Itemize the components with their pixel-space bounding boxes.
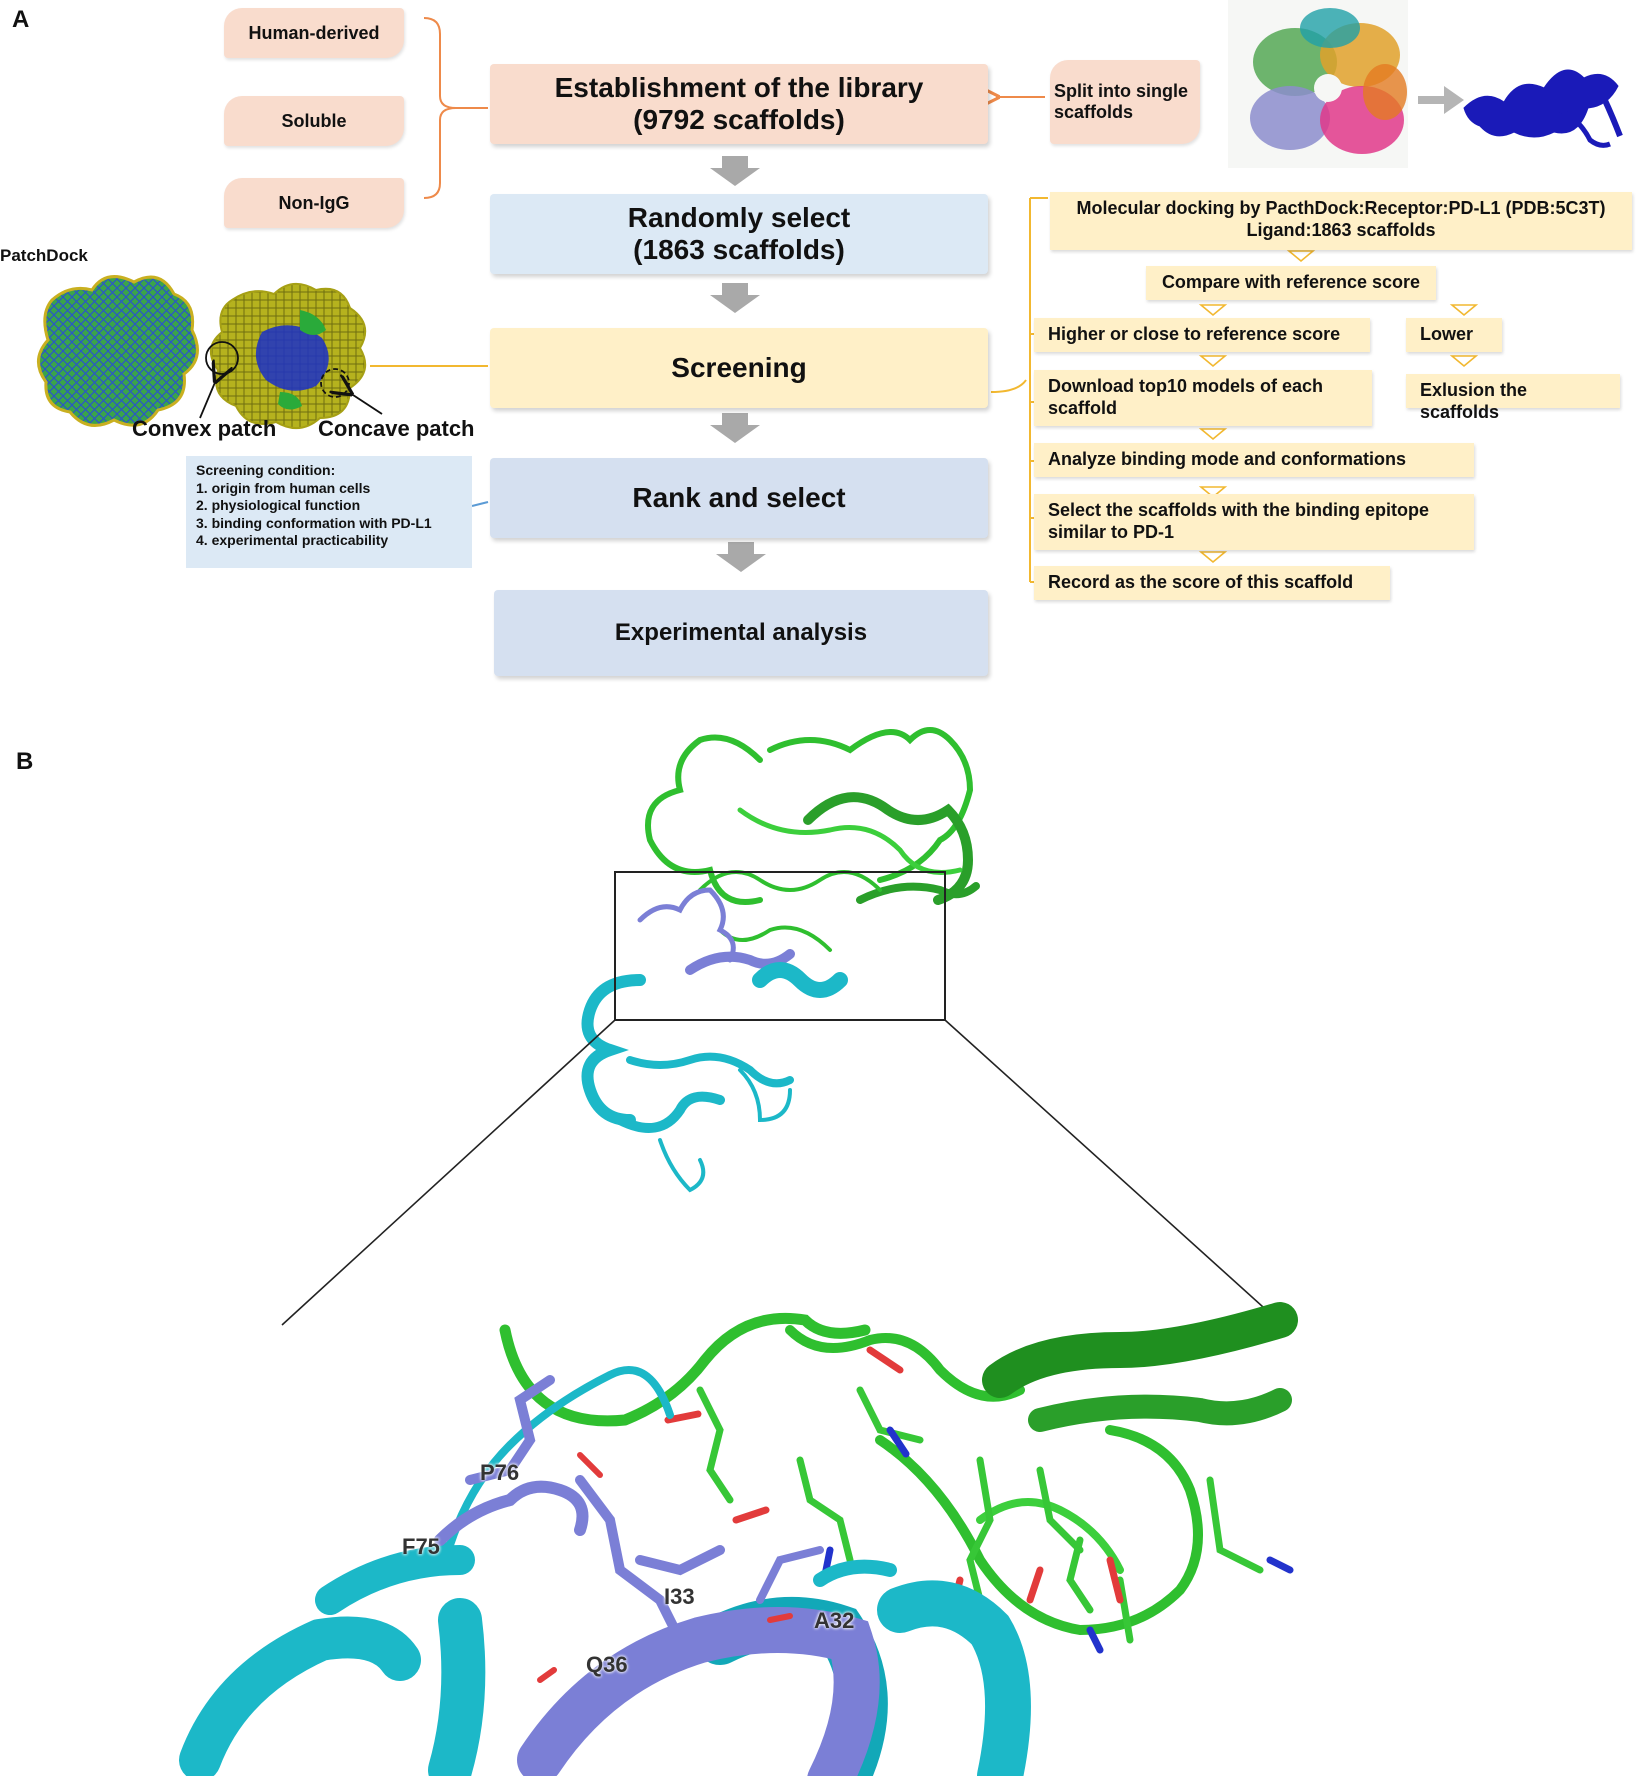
screening-condition-note: Screening condition: 1. origin from huma…	[186, 456, 472, 568]
main-flow-arrows	[710, 156, 766, 572]
analyze-box: Analyze binding mode and conformations	[1034, 443, 1474, 477]
patchdock-surface-left	[37, 275, 199, 427]
concave-patch-label: Concave patch	[318, 416, 475, 441]
record-score-box: Record as the score of this scaffold	[1034, 566, 1390, 600]
right-flow-arrows	[1198, 250, 1479, 564]
higher-box: Higher or close to reference score	[1034, 318, 1370, 352]
library-title: Establishment of the library	[554, 71, 924, 103]
convex-arrow	[199, 380, 216, 419]
protein-complex-overview	[581, 727, 980, 1193]
residue-label-i33: I33	[664, 1584, 695, 1609]
screening-condition-item: 3. binding conformation with PD-L1	[196, 514, 432, 531]
zoom-line-right	[944, 1019, 1284, 1326]
library-box: Establishment of the library (9792 scaff…	[490, 64, 988, 144]
zoom-line-left	[281, 1019, 616, 1326]
soluble-box: Soluble	[224, 96, 404, 146]
download-line1: Download top10 models of each	[1048, 376, 1324, 396]
left-bracket	[423, 17, 488, 199]
select-epitope-box: Select the scaffolds with the binding ep…	[1034, 494, 1474, 550]
select-epitope-line2: similar to PD-1	[1048, 521, 1175, 542]
random-select-title: Randomly select	[627, 201, 851, 233]
compare-box: Compare with reference score	[1146, 266, 1436, 300]
zoom-region-box	[614, 871, 946, 1021]
patchdock-title: PatchDock	[0, 246, 88, 265]
residue-label-f75: F75	[402, 1534, 440, 1559]
screening-box: Screening	[490, 328, 988, 408]
split-box: Split into single scaffolds	[1050, 60, 1200, 144]
patchdock-surface-right	[210, 283, 367, 429]
library-count: (9792 scaffolds)	[633, 104, 845, 135]
panel-a-label: A	[12, 6, 30, 33]
lower-box: Lower	[1406, 318, 1502, 352]
download-line2: scaffold	[1048, 397, 1118, 418]
download-box: Download top10 models of each scaffold	[1034, 370, 1372, 426]
protein-assembly-image	[1228, 0, 1408, 168]
random-select-box: Randomly select (1863 scaffolds)	[490, 194, 988, 274]
screening-condition-title: Screening condition:	[196, 462, 336, 478]
residue-label-a32: A32	[814, 1608, 855, 1633]
exclusion-box: Exlusion the scaffolds	[1406, 374, 1620, 422]
screening-condition-item: 4. experimental practicability	[196, 532, 389, 548]
screening-condition-item: 2. physiological function	[196, 497, 361, 513]
non-igg-box: Non-IgG	[224, 178, 404, 228]
screening-condition-item: 1. origin from human cells	[196, 479, 371, 496]
random-select-count: (1863 scaffolds)	[633, 234, 845, 265]
residue-label-p76: P76	[480, 1460, 520, 1485]
experimental-analysis-box: Experimental analysis	[494, 590, 988, 676]
protein-split-arrow	[1418, 86, 1464, 114]
residue-label-q36: Q36	[586, 1652, 628, 1677]
note-connector	[471, 501, 489, 507]
screening-connectors	[370, 197, 1048, 583]
single-scaffold-image	[1463, 69, 1623, 148]
split-label: Split into single scaffolds	[1054, 81, 1188, 122]
convex-patch-label: Convex patch	[132, 416, 277, 441]
human-derived-box: Human-derived	[224, 8, 404, 58]
docking-box: Molecular docking by PacthDock:Receptor:…	[1050, 192, 1632, 250]
docking-line2: Ligand:1863 scaffolds	[1246, 219, 1436, 240]
docking-line1: Molecular docking by PacthDock:Receptor:…	[1076, 198, 1606, 218]
panel-b-label: B	[16, 748, 34, 775]
concave-arrow	[350, 393, 383, 415]
select-epitope-line1: Select the scaffolds with the binding ep…	[1048, 500, 1430, 520]
protein-zoomed-view	[179, 1302, 1298, 1776]
rank-select-box: Rank and select	[490, 458, 988, 538]
